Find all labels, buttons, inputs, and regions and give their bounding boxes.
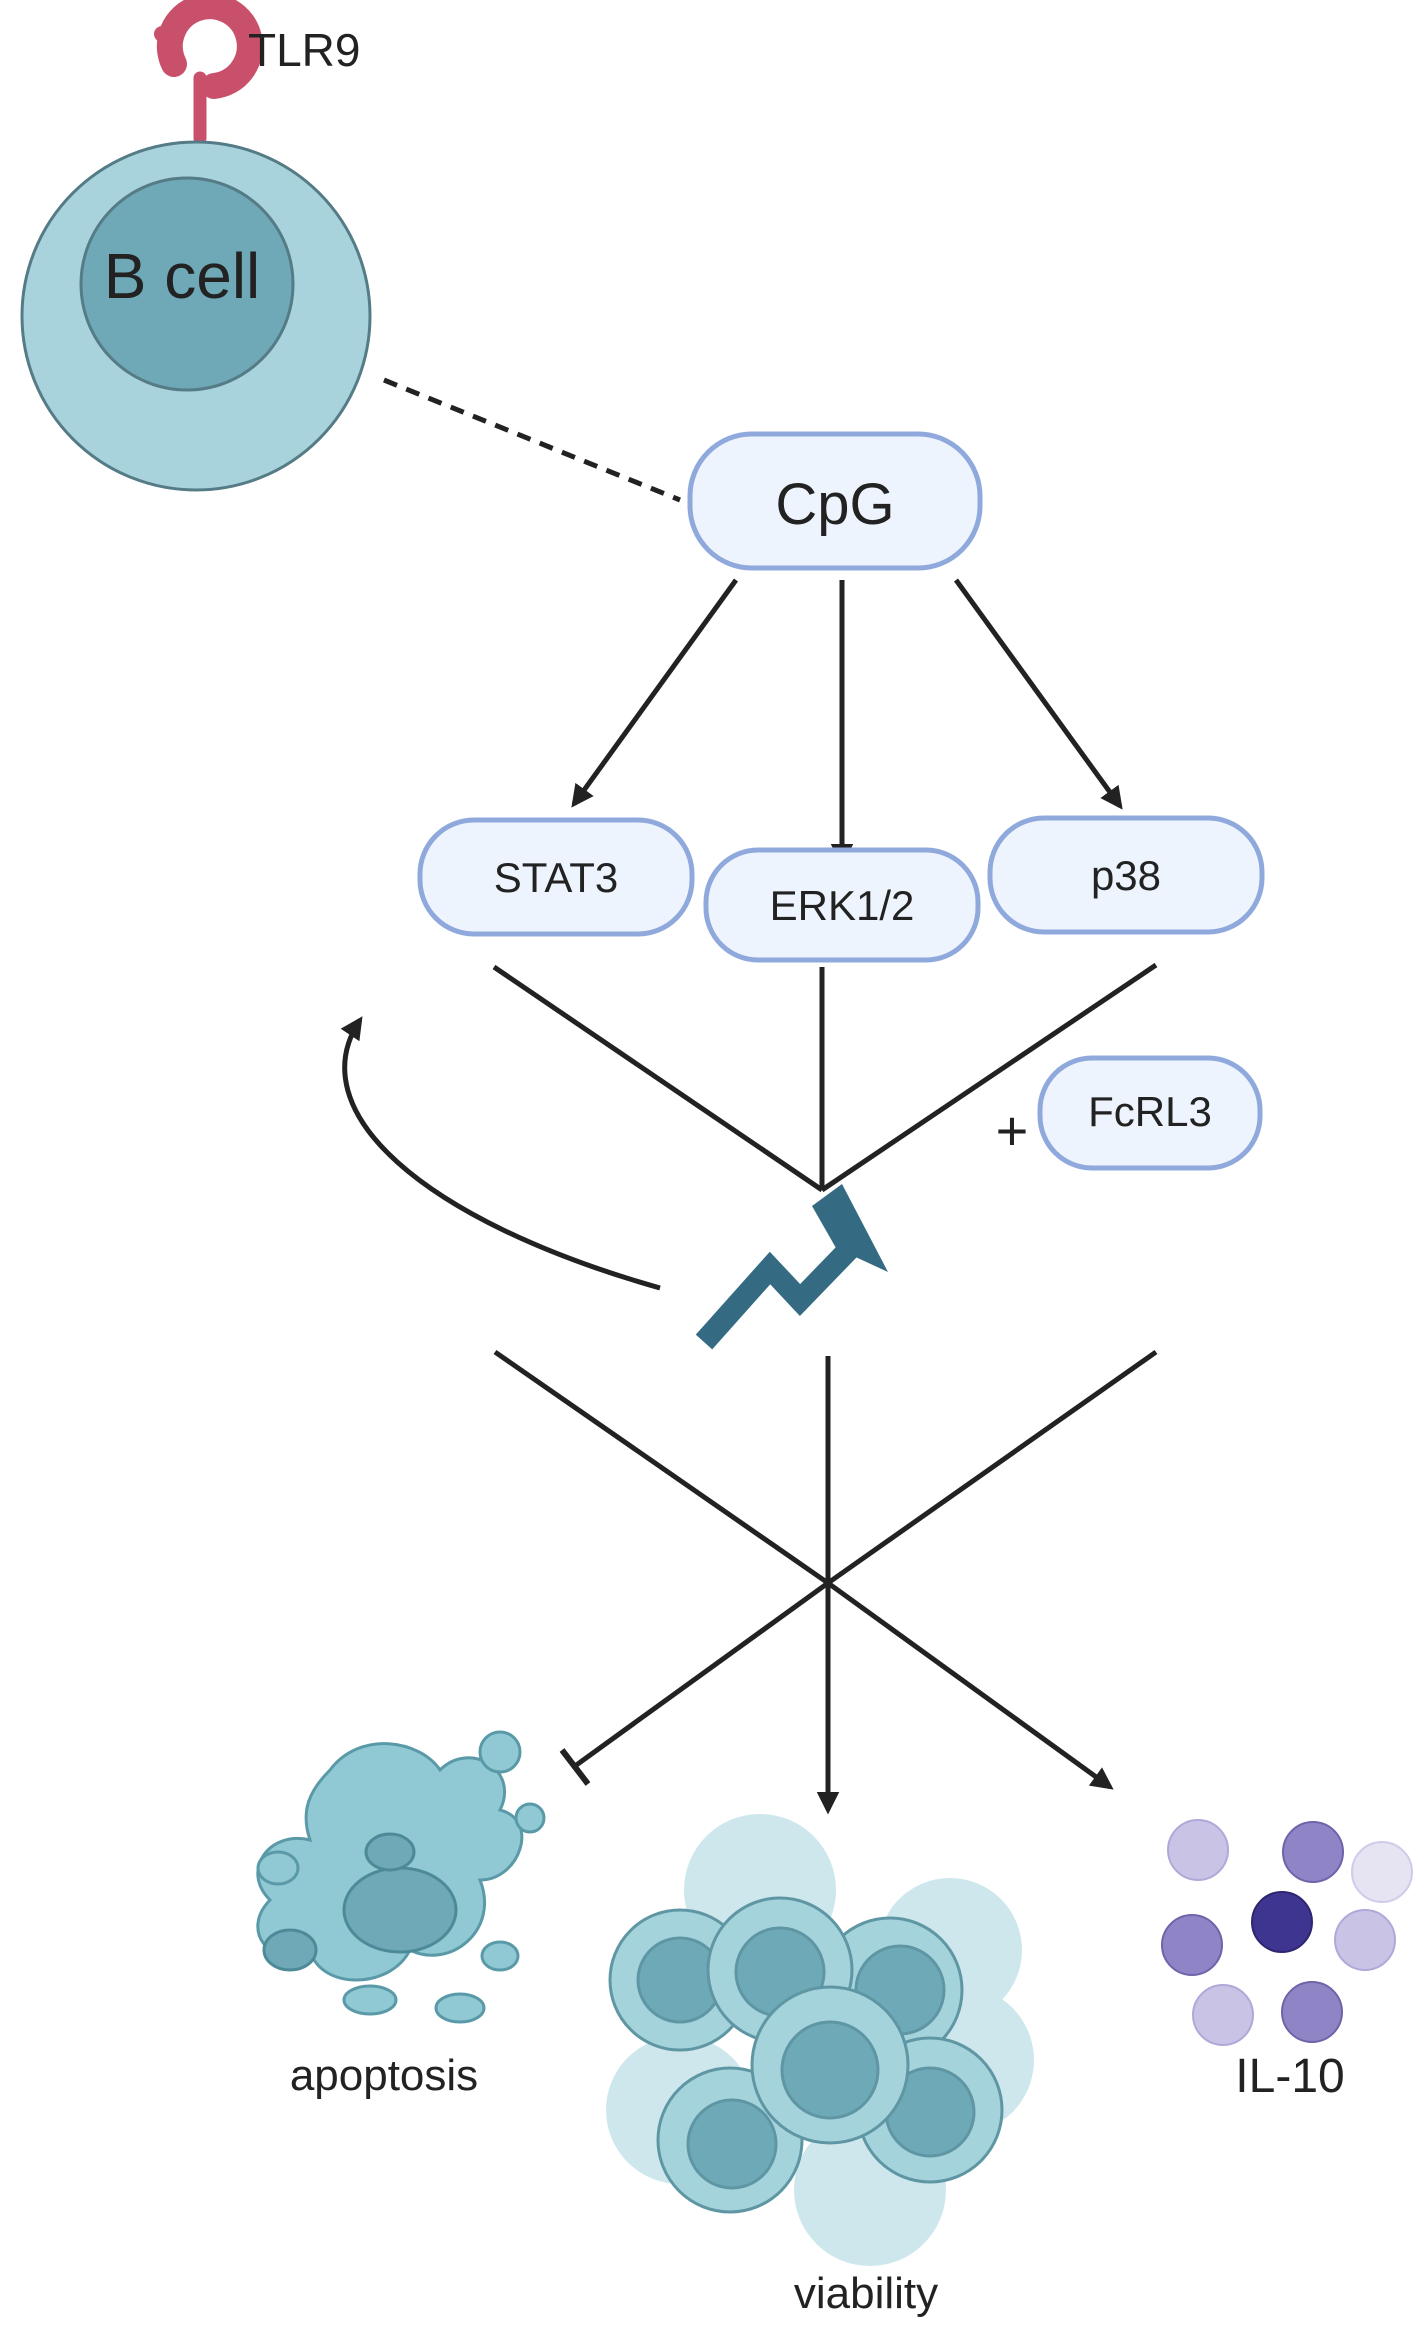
- p38-node: p38: [987, 815, 1265, 935]
- fcrl3-label: FcRL3: [1088, 1088, 1212, 1135]
- upward-trend-icon: [695, 1184, 888, 1350]
- converge-line-stat3: [492, 964, 824, 1193]
- fcrl3-node: FcRL3: [1037, 1055, 1263, 1171]
- arrow-cpg-to-p38: [953, 578, 1123, 810]
- arrow-to-il10: [826, 1580, 1114, 1790]
- arrow-cpg-to-stat3: [571, 578, 739, 808]
- association-dashed-line: [383, 377, 681, 503]
- outcome-line-right: [826, 1349, 1158, 1586]
- cytokine-particles-icon: [1161, 1819, 1413, 2046]
- converge-line-p38: [820, 962, 1158, 1193]
- tlr9-label: TLR9: [248, 24, 360, 76]
- plus-sign: +: [996, 1099, 1029, 1162]
- cpg-node: CpG: [687, 431, 983, 571]
- tlr9-receptor-icon: [154, 0, 263, 145]
- stat3-node: STAT3: [417, 817, 695, 937]
- erk-node: ERK1/2: [703, 847, 981, 963]
- inhibit-to-apoptosis: [573, 1580, 830, 1769]
- viability-label: viability: [794, 2269, 938, 2318]
- stat3-label: STAT3: [494, 854, 618, 901]
- feedback-arrow: [340, 1016, 661, 1291]
- b-cell-label: B cell: [104, 240, 261, 312]
- cell-cluster-icon: [606, 1814, 1034, 2266]
- erk-label: ERK1/2: [770, 882, 915, 929]
- outcome-line-left: [493, 1349, 830, 1586]
- p38-label: p38: [1091, 852, 1161, 899]
- cpg-label: CpG: [775, 472, 894, 537]
- b-cell-icon: [20, 140, 372, 492]
- inhibit-bar: [559, 1748, 591, 1786]
- apoptotic-cell-icon: [256, 1730, 546, 2024]
- il10-label: IL-10: [1235, 2050, 1344, 2103]
- apoptosis-label: apoptosis: [290, 2051, 478, 2100]
